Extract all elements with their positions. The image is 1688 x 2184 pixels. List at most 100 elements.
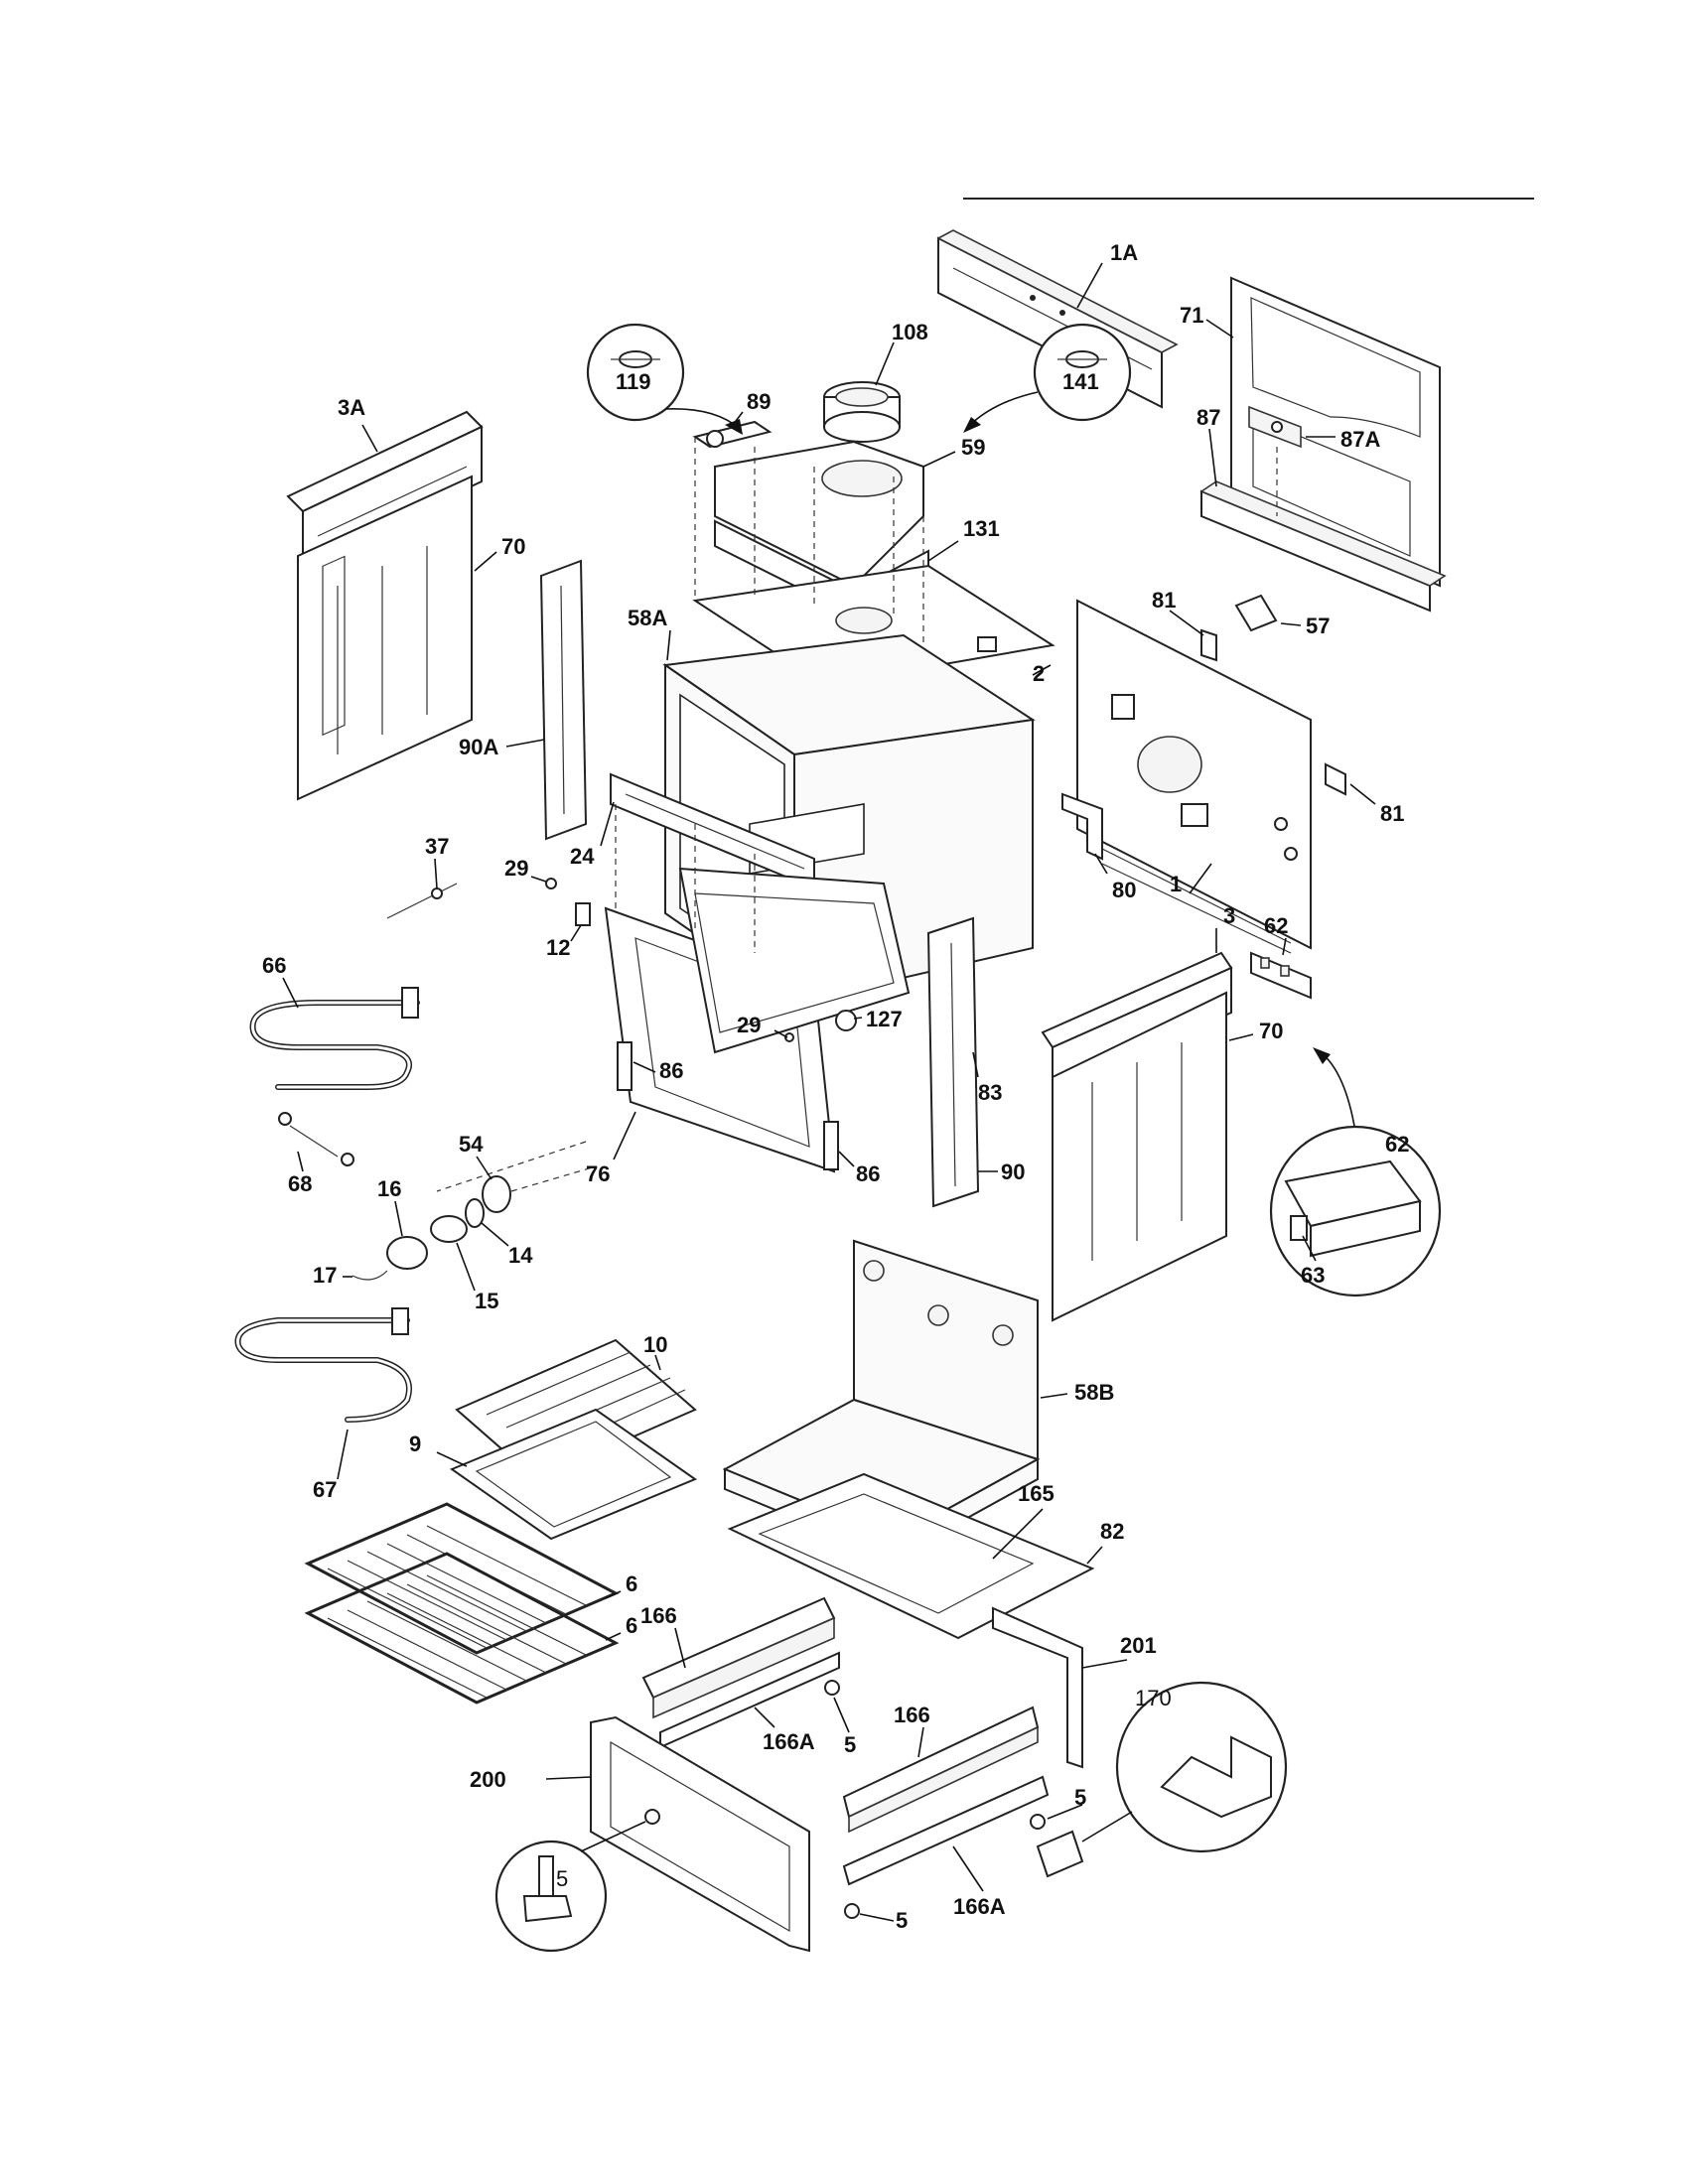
callout-10: 10 bbox=[643, 1332, 667, 1357]
callout-141: 141 bbox=[1062, 369, 1099, 394]
callout-89: 89 bbox=[747, 389, 771, 414]
callout-1: 1 bbox=[1170, 872, 1182, 896]
callout-24: 24 bbox=[570, 844, 595, 869]
part-166-left-rail bbox=[641, 1596, 836, 1719]
part-1-back-panel bbox=[1076, 599, 1312, 954]
callout-70-right: 70 bbox=[1259, 1019, 1283, 1043]
callout-82: 82 bbox=[1100, 1519, 1124, 1544]
callout-62-top: 62 bbox=[1264, 913, 1288, 938]
callout-58b: 58B bbox=[1074, 1380, 1114, 1405]
part-70-left-panel bbox=[297, 475, 473, 801]
oven-liner bbox=[678, 867, 911, 1054]
part-9-broil-pan bbox=[449, 1408, 698, 1541]
part-17-lamp-clip bbox=[352, 1270, 388, 1281]
callout-81-top: 81 bbox=[1152, 588, 1176, 613]
callout-12: 12 bbox=[546, 935, 570, 960]
callout-29-top: 29 bbox=[504, 856, 528, 881]
callout-5-a: 5 bbox=[844, 1732, 856, 1757]
part-5-leg-a bbox=[824, 1680, 840, 1696]
callout-166-left: 166 bbox=[640, 1603, 677, 1628]
part-29-screw-inner bbox=[784, 1032, 794, 1042]
callout-57: 57 bbox=[1306, 614, 1330, 638]
callout-54: 54 bbox=[459, 1132, 484, 1157]
part-15-lamp-bulb bbox=[430, 1215, 468, 1243]
part-87-bracket bbox=[1199, 480, 1447, 613]
part-70-right-panel bbox=[1052, 991, 1227, 1322]
callout-5-b: 5 bbox=[556, 1866, 568, 1891]
part-86-hinge-top bbox=[617, 1041, 633, 1091]
part-68-clip bbox=[278, 1112, 354, 1166]
part-82-base-pan bbox=[727, 1472, 1095, 1640]
callout-62-detail: 62 bbox=[1385, 1132, 1409, 1157]
detail-119-hi-limit bbox=[586, 323, 743, 435]
part-108-convection-fan bbox=[823, 381, 901, 443]
part-62-terminal-block bbox=[1250, 951, 1312, 1000]
callout-87a: 87A bbox=[1340, 427, 1380, 452]
callout-68: 68 bbox=[288, 1171, 312, 1196]
part-200-kick-panel bbox=[590, 1715, 810, 1953]
callout-1a: 1A bbox=[1110, 240, 1138, 265]
detail-62-63-terminal bbox=[1269, 1125, 1442, 1297]
part-86-hinge-bottom bbox=[823, 1121, 839, 1170]
part-81-clip-right bbox=[1325, 762, 1346, 796]
callout-59: 59 bbox=[961, 435, 985, 460]
callout-166-right: 166 bbox=[894, 1703, 930, 1727]
part-166-right-rail bbox=[842, 1706, 1040, 1834]
part-29-screw-top bbox=[545, 878, 557, 889]
callout-14: 14 bbox=[508, 1243, 533, 1268]
callout-127: 127 bbox=[866, 1007, 903, 1031]
callout-58a: 58A bbox=[628, 606, 667, 630]
detail-170-bracket bbox=[1115, 1681, 1288, 1853]
callout-83: 83 bbox=[978, 1080, 1002, 1105]
callout-76: 76 bbox=[586, 1161, 610, 1186]
callout-131: 131 bbox=[963, 516, 1000, 541]
part-54-lamp-socket bbox=[482, 1175, 511, 1213]
callout-5-c: 5 bbox=[1074, 1785, 1086, 1810]
part-66-bake-element bbox=[249, 987, 420, 1090]
callout-90: 90 bbox=[1001, 1160, 1025, 1184]
callout-15: 15 bbox=[475, 1289, 498, 1313]
part-166a-right-rail bbox=[842, 1775, 1050, 1886]
part-16-lamp-lens bbox=[386, 1236, 428, 1270]
callout-80: 80 bbox=[1112, 878, 1136, 902]
callout-9: 9 bbox=[409, 1432, 421, 1456]
part-3a-left-bracket bbox=[286, 410, 484, 568]
callout-170: 170 bbox=[1135, 1686, 1172, 1710]
callout-165: 165 bbox=[1018, 1481, 1055, 1506]
part-90a-trim-strip bbox=[539, 559, 588, 841]
callout-66: 66 bbox=[262, 953, 286, 978]
part-5-leg-b-screw bbox=[644, 1809, 660, 1825]
callout-16: 16 bbox=[377, 1176, 401, 1201]
callout-3a: 3A bbox=[338, 395, 365, 420]
part-12-sensor bbox=[575, 902, 591, 926]
part-59-convection-duct bbox=[714, 440, 924, 588]
callout-108: 108 bbox=[892, 320, 928, 344]
detail-141-hi-limit bbox=[963, 323, 1132, 433]
callout-63: 63 bbox=[1301, 1263, 1325, 1288]
part-83-side-trim bbox=[926, 916, 980, 1208]
callout-200: 200 bbox=[470, 1767, 506, 1792]
part-127-fan-assembly bbox=[835, 1010, 857, 1031]
part-80-bracket bbox=[1061, 792, 1103, 861]
callout-90a: 90A bbox=[459, 735, 498, 759]
part-57-clip bbox=[1234, 594, 1278, 632]
callout-86-top: 86 bbox=[659, 1058, 683, 1083]
callout-67: 67 bbox=[313, 1477, 337, 1502]
callout-71: 71 bbox=[1180, 303, 1203, 328]
part-14-lamp-gasket bbox=[465, 1198, 485, 1228]
callout-17: 17 bbox=[313, 1263, 337, 1288]
callout-166a-right: 166A bbox=[953, 1894, 1006, 1919]
part-170-bracket-small bbox=[1036, 1830, 1084, 1878]
callout-201: 201 bbox=[1120, 1633, 1157, 1658]
callout-6-a: 6 bbox=[626, 1571, 637, 1596]
part-5-leg-c bbox=[1030, 1814, 1046, 1830]
part-81-clip-top bbox=[1200, 628, 1217, 662]
callout-2: 2 bbox=[1033, 661, 1045, 686]
part-37-probe bbox=[386, 883, 458, 919]
part-87a-small-bracket bbox=[1248, 405, 1302, 449]
callout-29-inner: 29 bbox=[737, 1013, 761, 1037]
callout-70-top: 70 bbox=[501, 534, 525, 559]
callout-86-bottom: 86 bbox=[856, 1161, 880, 1186]
part-67-broil-element bbox=[234, 1307, 412, 1423]
callout-37: 37 bbox=[425, 834, 449, 859]
